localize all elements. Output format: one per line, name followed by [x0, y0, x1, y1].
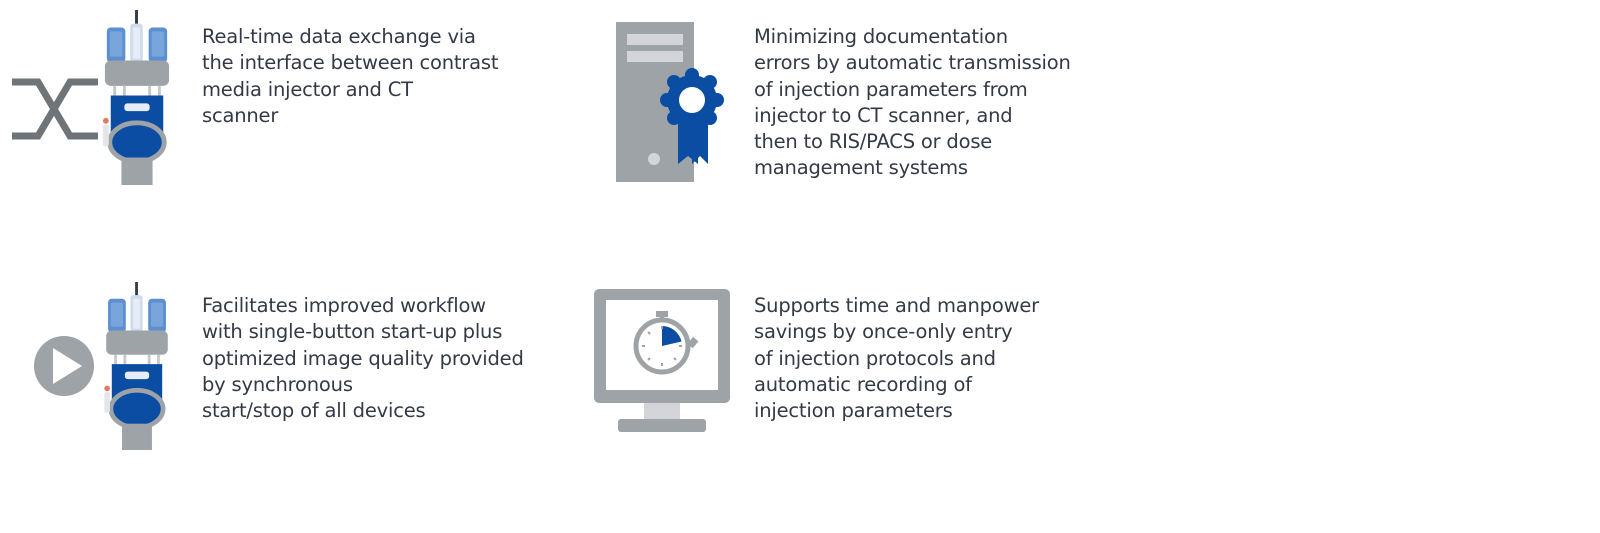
feature-description: Real-time data exchange via the interfac… [202, 25, 499, 127]
feature-description: Facilitates improved workflow with singl… [202, 294, 524, 423]
injector-data-exchange-icon [10, 10, 185, 185]
server-certificate-icon [614, 20, 729, 185]
feature-description: Supports time and manpower savings by on… [754, 294, 1039, 423]
injector-play-icon [30, 282, 185, 452]
monitor-stopwatch-icon [592, 288, 734, 434]
feature-description: Minimizing documentation errors by autom… [754, 25, 1071, 180]
